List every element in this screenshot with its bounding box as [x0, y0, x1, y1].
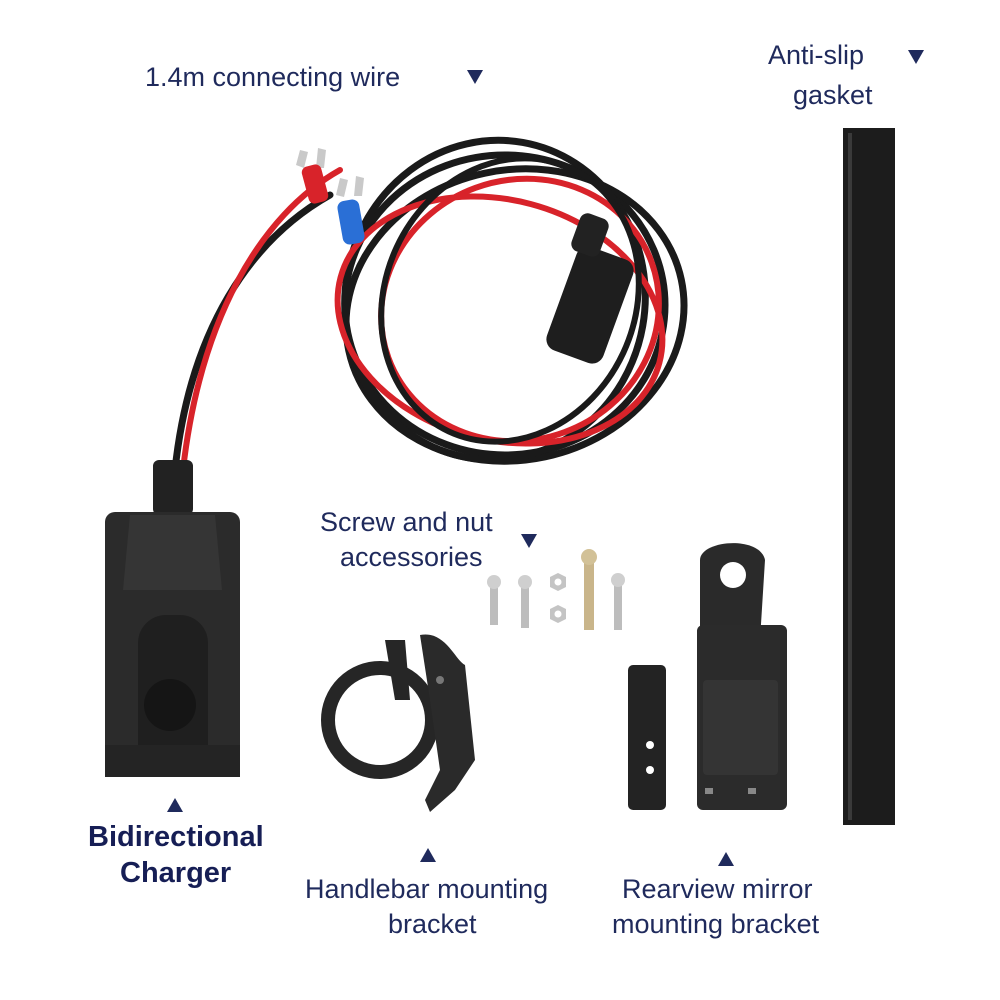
bidirectional-charger-device — [105, 460, 240, 777]
rearview-mirror-bracket-shape — [628, 543, 787, 810]
down-triangle-icon — [908, 50, 924, 64]
up-triangle-icon — [167, 798, 183, 812]
gasket-label-line2: gasket — [793, 80, 873, 110]
connecting-wire-coil — [171, 136, 688, 474]
handlebar-label-line2: bracket — [388, 909, 477, 939]
handlebar-label-line1: Handlebar mounting — [305, 874, 549, 904]
down-triangle-icon — [521, 534, 537, 548]
fuse-holder — [546, 213, 634, 364]
down-triangle-icon — [467, 70, 483, 84]
mirror-label-line2: mounting bracket — [612, 909, 820, 939]
up-triangle-icon — [420, 848, 436, 862]
ring-terminals — [296, 148, 365, 245]
gasket-label-line1-text: Anti-slip — [768, 40, 865, 70]
handlebar-bracket-shape — [321, 634, 475, 812]
wire-label: 1.4m connecting wire — [145, 60, 400, 94]
screws-label-line2: accessories — [340, 542, 483, 572]
wire-label-text: 1.4m connecting wire — [145, 62, 401, 92]
charger-label-line1: Bidirectional — [88, 821, 264, 853]
up-triangle-icon — [718, 852, 734, 866]
mirror-label-line1: Rearview mirror — [622, 874, 813, 904]
screws-label-line1: Screw and nut — [320, 507, 493, 537]
gasket-label-line1: Anti-slip — [768, 38, 864, 72]
charger-label-line2: Charger — [120, 857, 232, 889]
screw-and-nut-set — [487, 549, 625, 630]
